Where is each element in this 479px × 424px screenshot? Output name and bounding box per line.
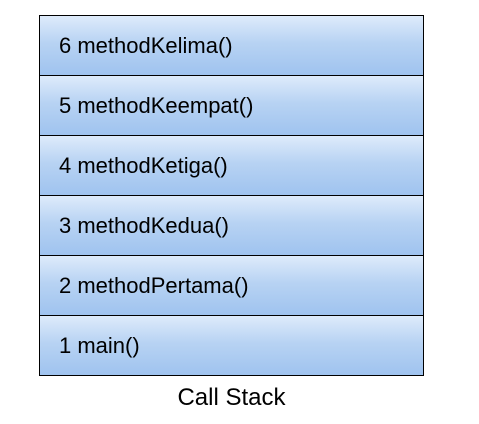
- stack-frame-2: 2 methodPertama(): [40, 256, 423, 316]
- call-stack-diagram: 6 methodKelima() 5 methodKeempat() 4 met…: [39, 15, 424, 376]
- stack-frame-6: 6 methodKelima(): [40, 16, 423, 76]
- diagram-caption: Call Stack: [177, 384, 286, 411]
- stack-frame-4: 4 methodKetiga(): [40, 136, 423, 196]
- stack-frame-3: 3 methodKedua(): [40, 196, 423, 256]
- stack-frame-5: 5 methodKeempat(): [40, 76, 423, 136]
- stack-frame-1: 1 main(): [40, 316, 423, 376]
